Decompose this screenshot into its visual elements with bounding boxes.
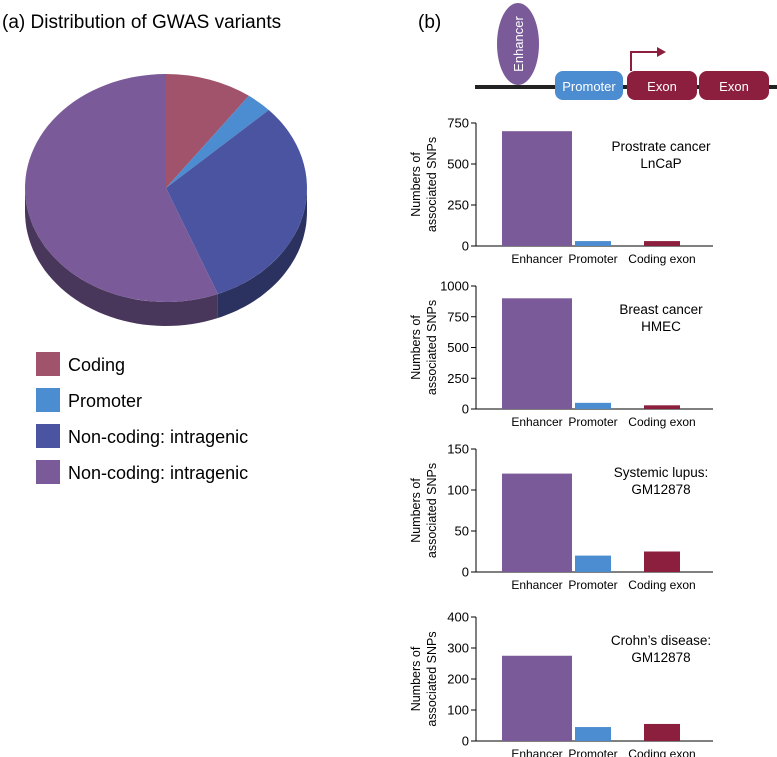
x-tick-label: Enhancer [511, 578, 562, 592]
pie-slice-0 [166, 74, 249, 188]
chart-annotation: Prostrate cancer [611, 139, 711, 154]
x-tick-label: Coding exon [628, 415, 695, 429]
y-tick-label: 100 [447, 703, 469, 718]
exon-box-2 [699, 71, 769, 100]
gene-diagram: Enhancer Promoter Exon Exon [475, 3, 777, 100]
panel-a-title: (a) Distribution of GWAS variants [2, 12, 281, 33]
y-tick-label: 250 [447, 198, 469, 213]
legend-label-3: Non-coding: intragenic [68, 463, 248, 483]
bar-coding-exon [644, 241, 680, 246]
chart-annotation: LnCaP [640, 156, 681, 171]
y-axis-label: Numbers of [409, 646, 423, 711]
y-tick-label: 0 [462, 402, 469, 417]
chart-annotation: GM12878 [631, 650, 690, 665]
pie-side-2 [217, 188, 307, 318]
y-tick-label: 0 [462, 239, 469, 254]
y-tick-label: 0 [462, 734, 469, 749]
y-axis-label: associated SNPs [425, 631, 439, 726]
bar-promoter [575, 402, 611, 409]
x-tick-label: Promoter [568, 252, 617, 266]
y-axis-label: associated SNPs [425, 300, 439, 395]
exon-label-1: Exon [647, 79, 677, 94]
bar-coding-exon [644, 723, 680, 741]
bar-coding-exon [644, 405, 680, 409]
enhancer-shape [497, 3, 539, 85]
transcription-start-arrow-icon [630, 51, 657, 71]
arrowhead-icon [657, 47, 666, 57]
enhancer-label: Enhancer [511, 16, 526, 72]
pie-side-3 [25, 188, 218, 326]
x-tick-label: Enhancer [511, 747, 562, 757]
pie-slice-1 [166, 95, 269, 188]
exon-box-1 [627, 71, 697, 100]
promoter-label: Promoter [562, 79, 616, 94]
promoter-box [555, 71, 623, 100]
x-tick-label: Coding exon [628, 252, 695, 266]
chart-annotation: Breast cancer [619, 302, 703, 317]
bar-enhancer [502, 473, 572, 572]
pie-chart [25, 74, 307, 326]
bar-promoter [575, 241, 611, 246]
legend-swatch-3 [36, 460, 60, 484]
y-tick-label: 750 [447, 309, 469, 324]
legend-swatch-1 [36, 388, 60, 412]
y-tick-label: 500 [447, 157, 469, 172]
legend-label-1: Promoter [68, 391, 142, 411]
y-tick-label: 1000 [440, 279, 469, 294]
bar-promoter [575, 555, 611, 572]
bar-promoter [575, 727, 611, 741]
y-tick-label: 750 [447, 116, 469, 131]
x-tick-label: Promoter [568, 578, 617, 592]
y-tick-label: 100 [447, 483, 469, 498]
bar-enhancer [502, 298, 572, 409]
y-axis-label: Numbers of [409, 152, 423, 217]
y-axis-label: Numbers of [409, 478, 423, 543]
x-tick-label: Enhancer [511, 415, 562, 429]
y-tick-label: 300 [447, 641, 469, 656]
panel-b-label: (b) [418, 12, 441, 33]
bar-coding-exon [644, 551, 680, 572]
chart-annotation: Systemic lupus: [614, 465, 709, 480]
y-axis-label: Numbers of [409, 315, 423, 380]
pie-slice-2 [166, 110, 307, 294]
x-tick-label: Enhancer [511, 252, 562, 266]
legend-label-0: Coding [68, 355, 125, 375]
y-tick-label: 150 [447, 442, 469, 457]
x-tick-label: Promoter [568, 747, 617, 757]
legend-swatch-2 [36, 424, 60, 448]
y-axis-label: associated SNPs [425, 137, 439, 232]
y-tick-label: 400 [447, 610, 469, 625]
y-tick-label: 200 [447, 672, 469, 687]
bar-enhancer [502, 131, 572, 246]
chart-annotation: Crohn’s disease: [611, 633, 711, 648]
y-tick-label: 50 [455, 524, 469, 539]
y-tick-label: 250 [447, 371, 469, 386]
y-tick-label: 500 [447, 340, 469, 355]
exon-label-2: Exon [719, 79, 749, 94]
legend-label-2: Non-coding: intragenic [68, 427, 248, 447]
legend-swatch-0 [36, 352, 60, 376]
chart-annotation: HMEC [641, 319, 681, 334]
x-tick-label: Coding exon [628, 747, 695, 757]
x-tick-label: Promoter [568, 415, 617, 429]
y-axis-label: associated SNPs [425, 463, 439, 558]
pie-slice-3 [25, 74, 218, 303]
x-tick-label: Coding exon [628, 578, 695, 592]
chart-annotation: GM12878 [631, 482, 690, 497]
y-tick-label: 0 [462, 565, 469, 580]
bar-enhancer [502, 655, 572, 741]
